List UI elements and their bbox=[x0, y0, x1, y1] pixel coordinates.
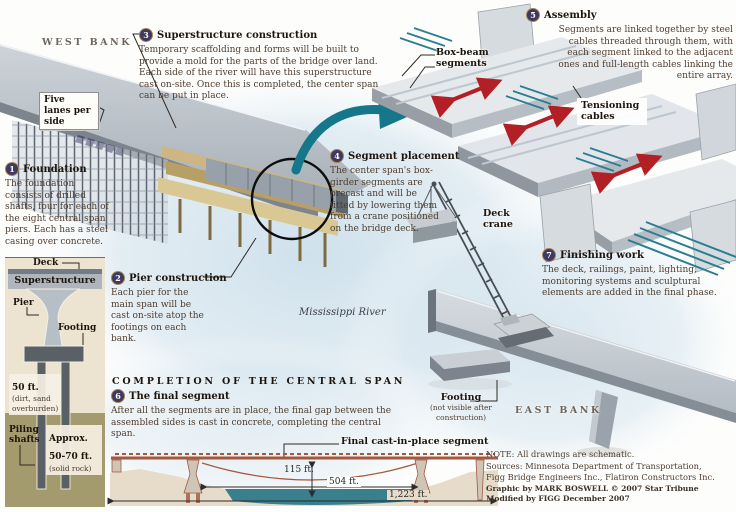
tensioning-cables-graphic bbox=[399, 27, 736, 276]
cs-rock-depth: Approx. 50-70 ft. (solid rock) bbox=[46, 425, 102, 476]
step-1-foundation: 1 Foundation The foundation consists of d… bbox=[5, 162, 115, 248]
cs-piling-label: Piling shafts bbox=[9, 425, 40, 446]
step-6-title: The final segment bbox=[129, 390, 230, 402]
step-1-body: The foundation consists of drilled shaft… bbox=[5, 179, 109, 247]
deck-crane-label: Deck crane bbox=[483, 208, 513, 231]
completion-heading: COMPLETION OF THE CENTRAL SPAN bbox=[112, 376, 406, 387]
step-6-body: After all the segments are in place, the… bbox=[111, 406, 392, 440]
step-3-body: Temporary scaffolding and forms will be … bbox=[139, 45, 379, 102]
step-5-title: Assembly bbox=[544, 9, 597, 21]
foundation-piles bbox=[12, 120, 168, 244]
deck-crane-graphic bbox=[405, 181, 554, 348]
tension-arrows bbox=[430, 77, 663, 194]
step-2-title: Pier construction bbox=[129, 272, 227, 284]
step-4-title: Segment placement bbox=[348, 150, 460, 162]
step-5-number: 5 bbox=[526, 8, 540, 22]
tensioning-cables-label: Tensioning cables bbox=[577, 98, 647, 125]
measure-main-span: 504 ft. bbox=[327, 477, 361, 487]
cs-footing-label: Footing bbox=[58, 323, 97, 333]
cs-superstructure-label: Superstructure bbox=[14, 275, 96, 286]
notes-block: NOTE: All drawings are schematic. Source… bbox=[486, 449, 736, 505]
step-6-number: 6 bbox=[111, 389, 125, 403]
footing-block bbox=[428, 349, 512, 390]
step-6-final-segment: 6 The final segment After all the segment… bbox=[111, 389, 411, 441]
east-bank-label: EAST BANK bbox=[515, 405, 602, 416]
footing-callout-title: Footing bbox=[440, 392, 482, 403]
measure-total-length: 1,223 ft. bbox=[387, 490, 430, 500]
focus-circle bbox=[250, 157, 334, 241]
step-7-finishing: 7 Finishing work The deck, railings, pain… bbox=[542, 248, 736, 300]
cs-deck-label: Deck bbox=[33, 258, 59, 268]
five-lanes-label: Five lanes per side bbox=[39, 92, 99, 131]
cs-pier-label: Pier bbox=[13, 298, 34, 308]
cast-segments bbox=[206, 158, 348, 214]
credit-line-2: Modified by FIGG December 2007 bbox=[486, 494, 630, 504]
step-4-number: 4 bbox=[330, 149, 344, 163]
note-schematic: NOTE: All drawings are schematic. bbox=[486, 449, 635, 459]
west-bank-label: WEST BANK bbox=[42, 37, 132, 48]
note-sources-1: Sources: Minnesota Department of Transpo… bbox=[486, 460, 702, 471]
step-4-segment-placement: 4 Segment placement The center span's box… bbox=[330, 149, 459, 235]
step-2-number: 2 bbox=[111, 271, 125, 285]
step-2-body: Each pier for the main span will be cast… bbox=[111, 288, 204, 345]
step-4-body: The center span's box-girder segments ar… bbox=[330, 166, 439, 234]
box-beam-segments-label: Box-beam segments bbox=[436, 47, 489, 70]
cs-overburden-sub: (dirt, sand overburden) bbox=[12, 394, 59, 413]
callout-lines bbox=[19, 33, 582, 466]
measure-clearance: 115 ft. bbox=[284, 465, 314, 475]
footing-callout-sub: (not visible after construction) bbox=[430, 403, 492, 422]
final-cast-label: Final cast-in-place segment bbox=[341, 436, 489, 447]
cs-overburden-depth: 50 ft. (dirt, sand overburden) bbox=[9, 374, 61, 415]
note-sources-2: Figg Bridge Engineers Inc., Flatiron Con… bbox=[486, 472, 715, 483]
mississippi-river-label: Mississippi River bbox=[299, 307, 386, 318]
step-2-pier: 2 Pier construction Each pier for the mai… bbox=[111, 271, 227, 346]
cs-overburden-value: 50 ft. bbox=[12, 383, 39, 393]
step-5-body: Segments are linked together by steel ca… bbox=[558, 25, 733, 82]
cs-rock-value: Approx. 50-70 ft. bbox=[49, 434, 93, 463]
step-7-title: Finishing work bbox=[560, 249, 644, 261]
east-pier bbox=[577, 390, 629, 457]
step-7-number: 7 bbox=[542, 248, 556, 262]
credit-line-1: Graphic by MARK BOSWELL © 2007 Star Trib… bbox=[486, 483, 699, 493]
step-5-assembly: 5 Assembly Segments are linked together b… bbox=[526, 8, 734, 83]
step-3-number: 3 bbox=[139, 28, 153, 42]
step-3-superstructure: 3 Superstructure construction Temporary s… bbox=[139, 28, 399, 103]
cs-rock-sub: (solid rock) bbox=[49, 463, 92, 473]
step-3-title: Superstructure construction bbox=[157, 29, 318, 41]
step-7-body: The deck, railings, paint, lighting, mon… bbox=[542, 265, 717, 299]
step-1-number: 1 bbox=[5, 162, 19, 176]
footing-callout: Footing (not visible after construction) bbox=[419, 392, 503, 422]
step-1-title: Foundation bbox=[23, 163, 87, 175]
